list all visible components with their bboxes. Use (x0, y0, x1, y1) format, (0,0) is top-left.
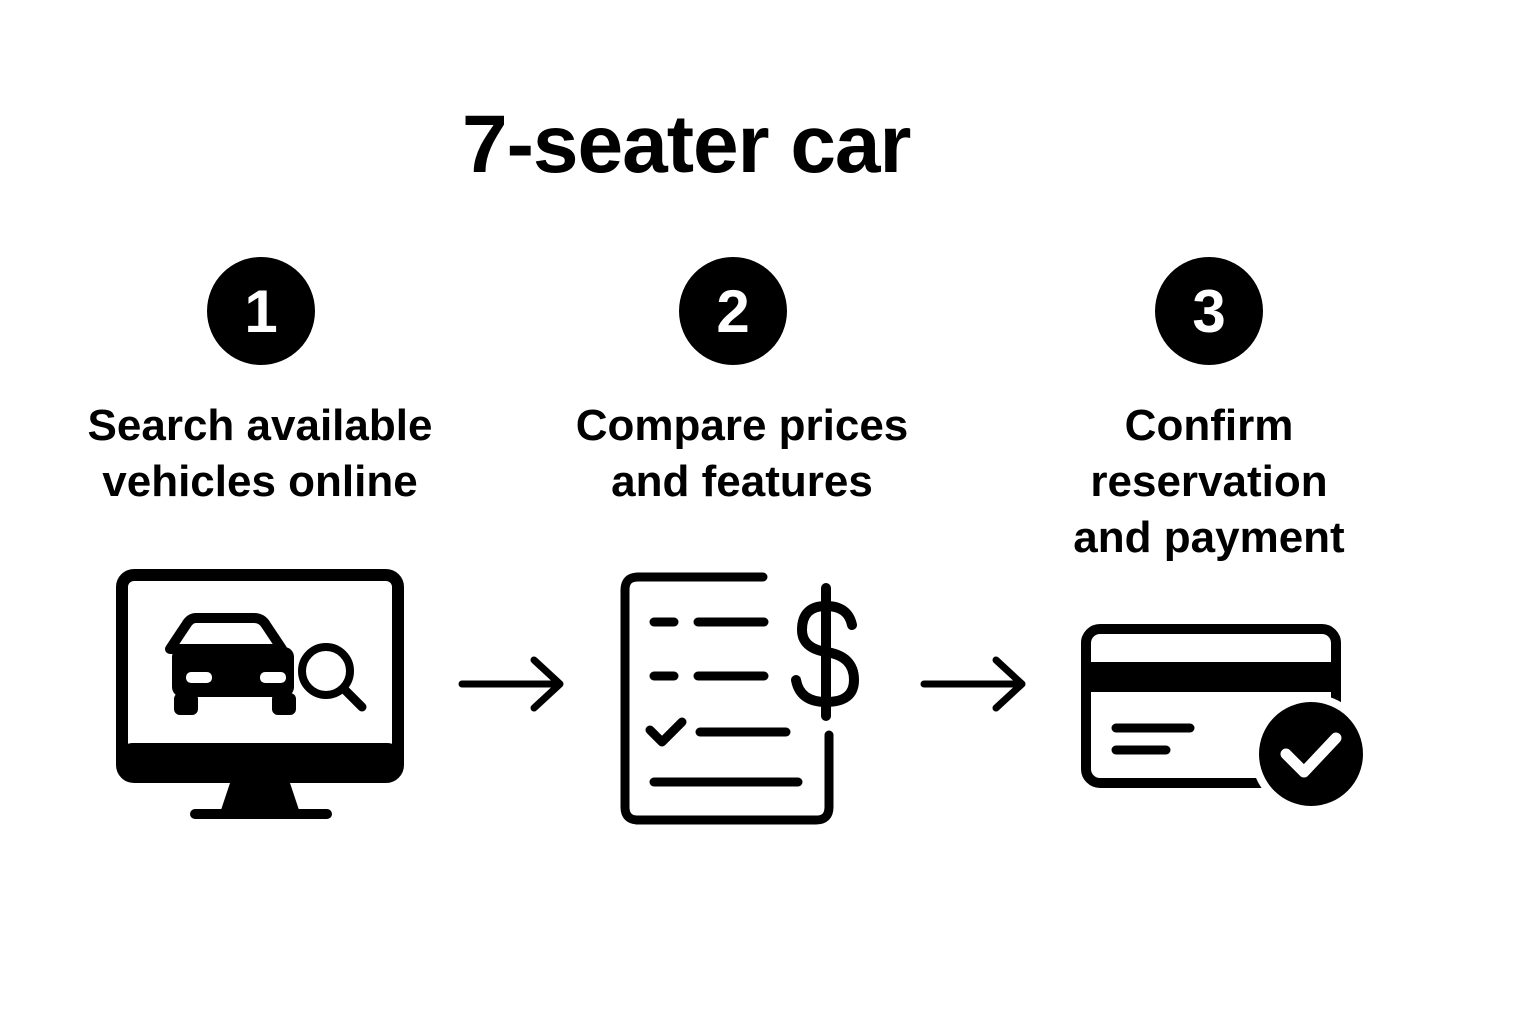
credit-card-check-icon (1081, 624, 1371, 814)
step-2-badge: 2 (679, 257, 787, 365)
step-1-badge: 1 (207, 257, 315, 365)
arrow-right-icon (458, 656, 564, 712)
arrow-right-icon (920, 656, 1026, 712)
step-1-label: Search available vehicles online (87, 401, 433, 506)
step-3-badge: 3 (1155, 257, 1263, 365)
monitor-car-search-icon (116, 569, 404, 819)
step-2-label: Compare prices and features (575, 401, 909, 506)
page-title: 7-seater car (462, 99, 911, 190)
step-3-label: Confirm reservation and payment (1073, 401, 1345, 562)
checklist-dollar-icon (620, 572, 860, 825)
